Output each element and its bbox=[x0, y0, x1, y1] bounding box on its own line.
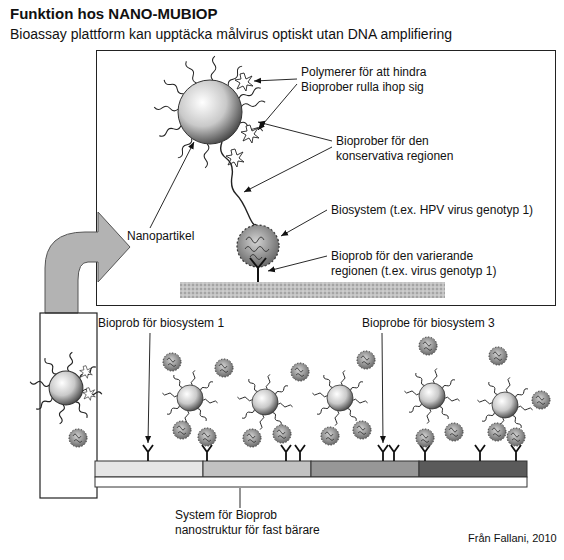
viruses bbox=[163, 337, 550, 447]
callout-label: Bioprob för den varierande regionen (t.e… bbox=[331, 249, 521, 279]
annotation-label: Bioprob för biosystem 1 bbox=[98, 316, 224, 331]
source-particle bbox=[30, 352, 102, 447]
big-virus bbox=[237, 225, 279, 267]
bioprobe-strand bbox=[221, 142, 256, 225]
callout-label: Bioprober för den konservativa regionen bbox=[336, 134, 476, 164]
big-y-probe bbox=[250, 258, 266, 282]
zoom-arrow bbox=[45, 212, 130, 313]
annotation-label: System för Bioprob nanostruktur för fast… bbox=[175, 508, 345, 538]
polymer-stars bbox=[226, 73, 259, 167]
inset-frame: Polymerer för att hindra Bioprober rulla… bbox=[96, 50, 556, 306]
nanoparticles bbox=[162, 368, 533, 433]
callout-label: Nanopartikel bbox=[127, 229, 194, 244]
callout-label: Polymerer för att hindra Bioprober rulla… bbox=[301, 65, 451, 95]
source-box bbox=[40, 313, 97, 498]
big-nanoparticle bbox=[154, 56, 265, 168]
surface bbox=[180, 282, 445, 298]
support-strip bbox=[95, 461, 527, 487]
callout-label: Biosystem (t.ex. HPV virus genotyp 1) bbox=[331, 203, 546, 218]
annotation-label: Från Fallani, 2010 bbox=[468, 531, 557, 546]
diagram-title: Funktion hos NANO-MUBIOP bbox=[10, 5, 217, 23]
y-probes bbox=[143, 445, 521, 461]
annotation-label: Bioprobe för biosystem 3 bbox=[362, 316, 495, 331]
subtitle: Bioassay plattform kan upptäcka målvirus… bbox=[10, 25, 452, 43]
